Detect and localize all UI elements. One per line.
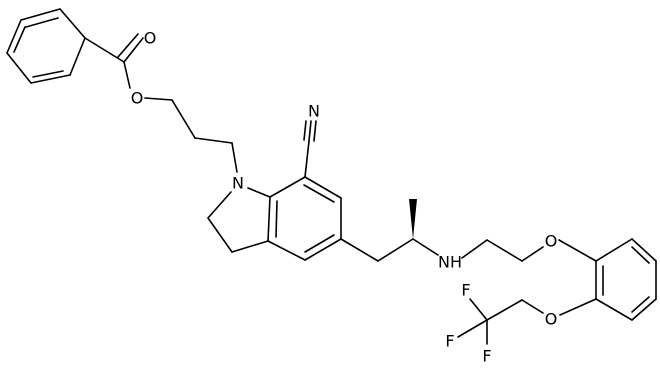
propyl-chain <box>144 97 238 173</box>
amine-nh-label: NH <box>438 253 462 272</box>
fluorine-3-label: F <box>482 347 491 366</box>
aminopropyl-chain <box>340 199 544 262</box>
trifluoroethoxy-group <box>457 298 597 345</box>
fluorine-1-label: F <box>461 281 470 300</box>
ring-nitrogen-label: N <box>232 174 244 193</box>
carbonyl-oxygen-label: O <box>144 29 157 48</box>
ether-oxygen-2-label: O <box>545 310 558 329</box>
ester-oxygen-label: O <box>131 89 144 108</box>
fluorine-2-label: F <box>445 332 454 351</box>
nitrile-group <box>303 120 317 178</box>
benzoyl-ring <box>6 8 86 84</box>
ether-oxygen-1-label: O <box>545 232 558 251</box>
ester-group <box>84 33 144 89</box>
indoline-core <box>207 176 342 261</box>
phenoxy-ring <box>558 238 657 321</box>
nitrile-nitrogen-label: N <box>308 102 320 121</box>
